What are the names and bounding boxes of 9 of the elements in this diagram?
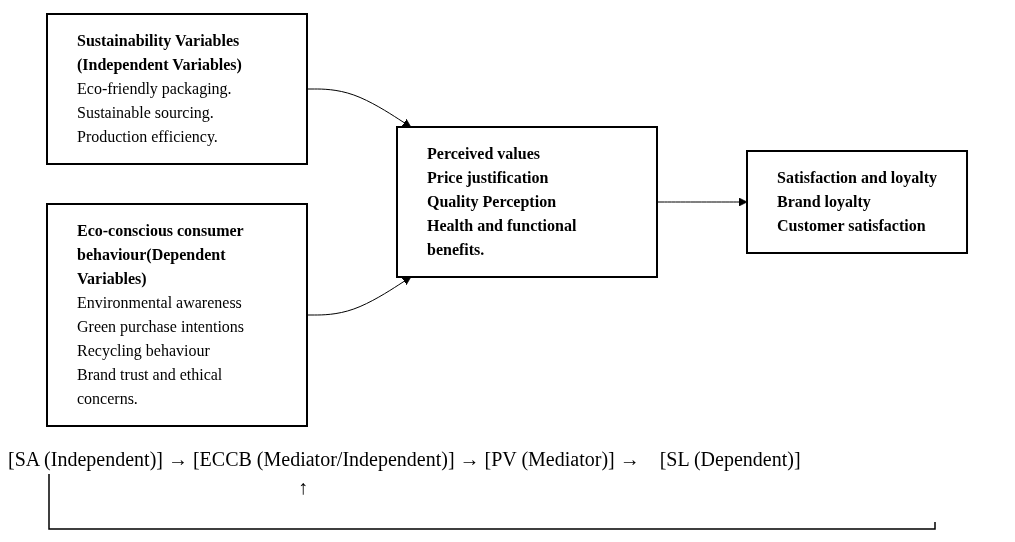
arrow <box>657 197 748 207</box>
note-arrow-text: ↑ <box>298 476 308 499</box>
arrow <box>307 276 412 316</box>
node-box: Sustainability Variables (Independent Variables) Eco-friendly packaging. Sustainable sourcing. Production efficiency. <box>46 13 309 165</box>
node-box: Eco-conscious consumer behaviour(Dependent Variables) Environmental awareness Green purchase intentions Recycling behaviour Brand trust and ethical concerns. <box>46 203 309 427</box>
node-box: Satisfaction and loyalty Brand loyalty Customer satisfaction <box>746 150 969 254</box>
arrow <box>307 88 412 128</box>
node-box: Perceived values Price justification Quality Perception Health and functional benefits. <box>396 126 659 278</box>
relationship-note: [SA (Independent)] → [ECCB (Mediator/Independent)] → [PV (Mediator)] → [SL (Dependent)] <box>8 448 802 471</box>
